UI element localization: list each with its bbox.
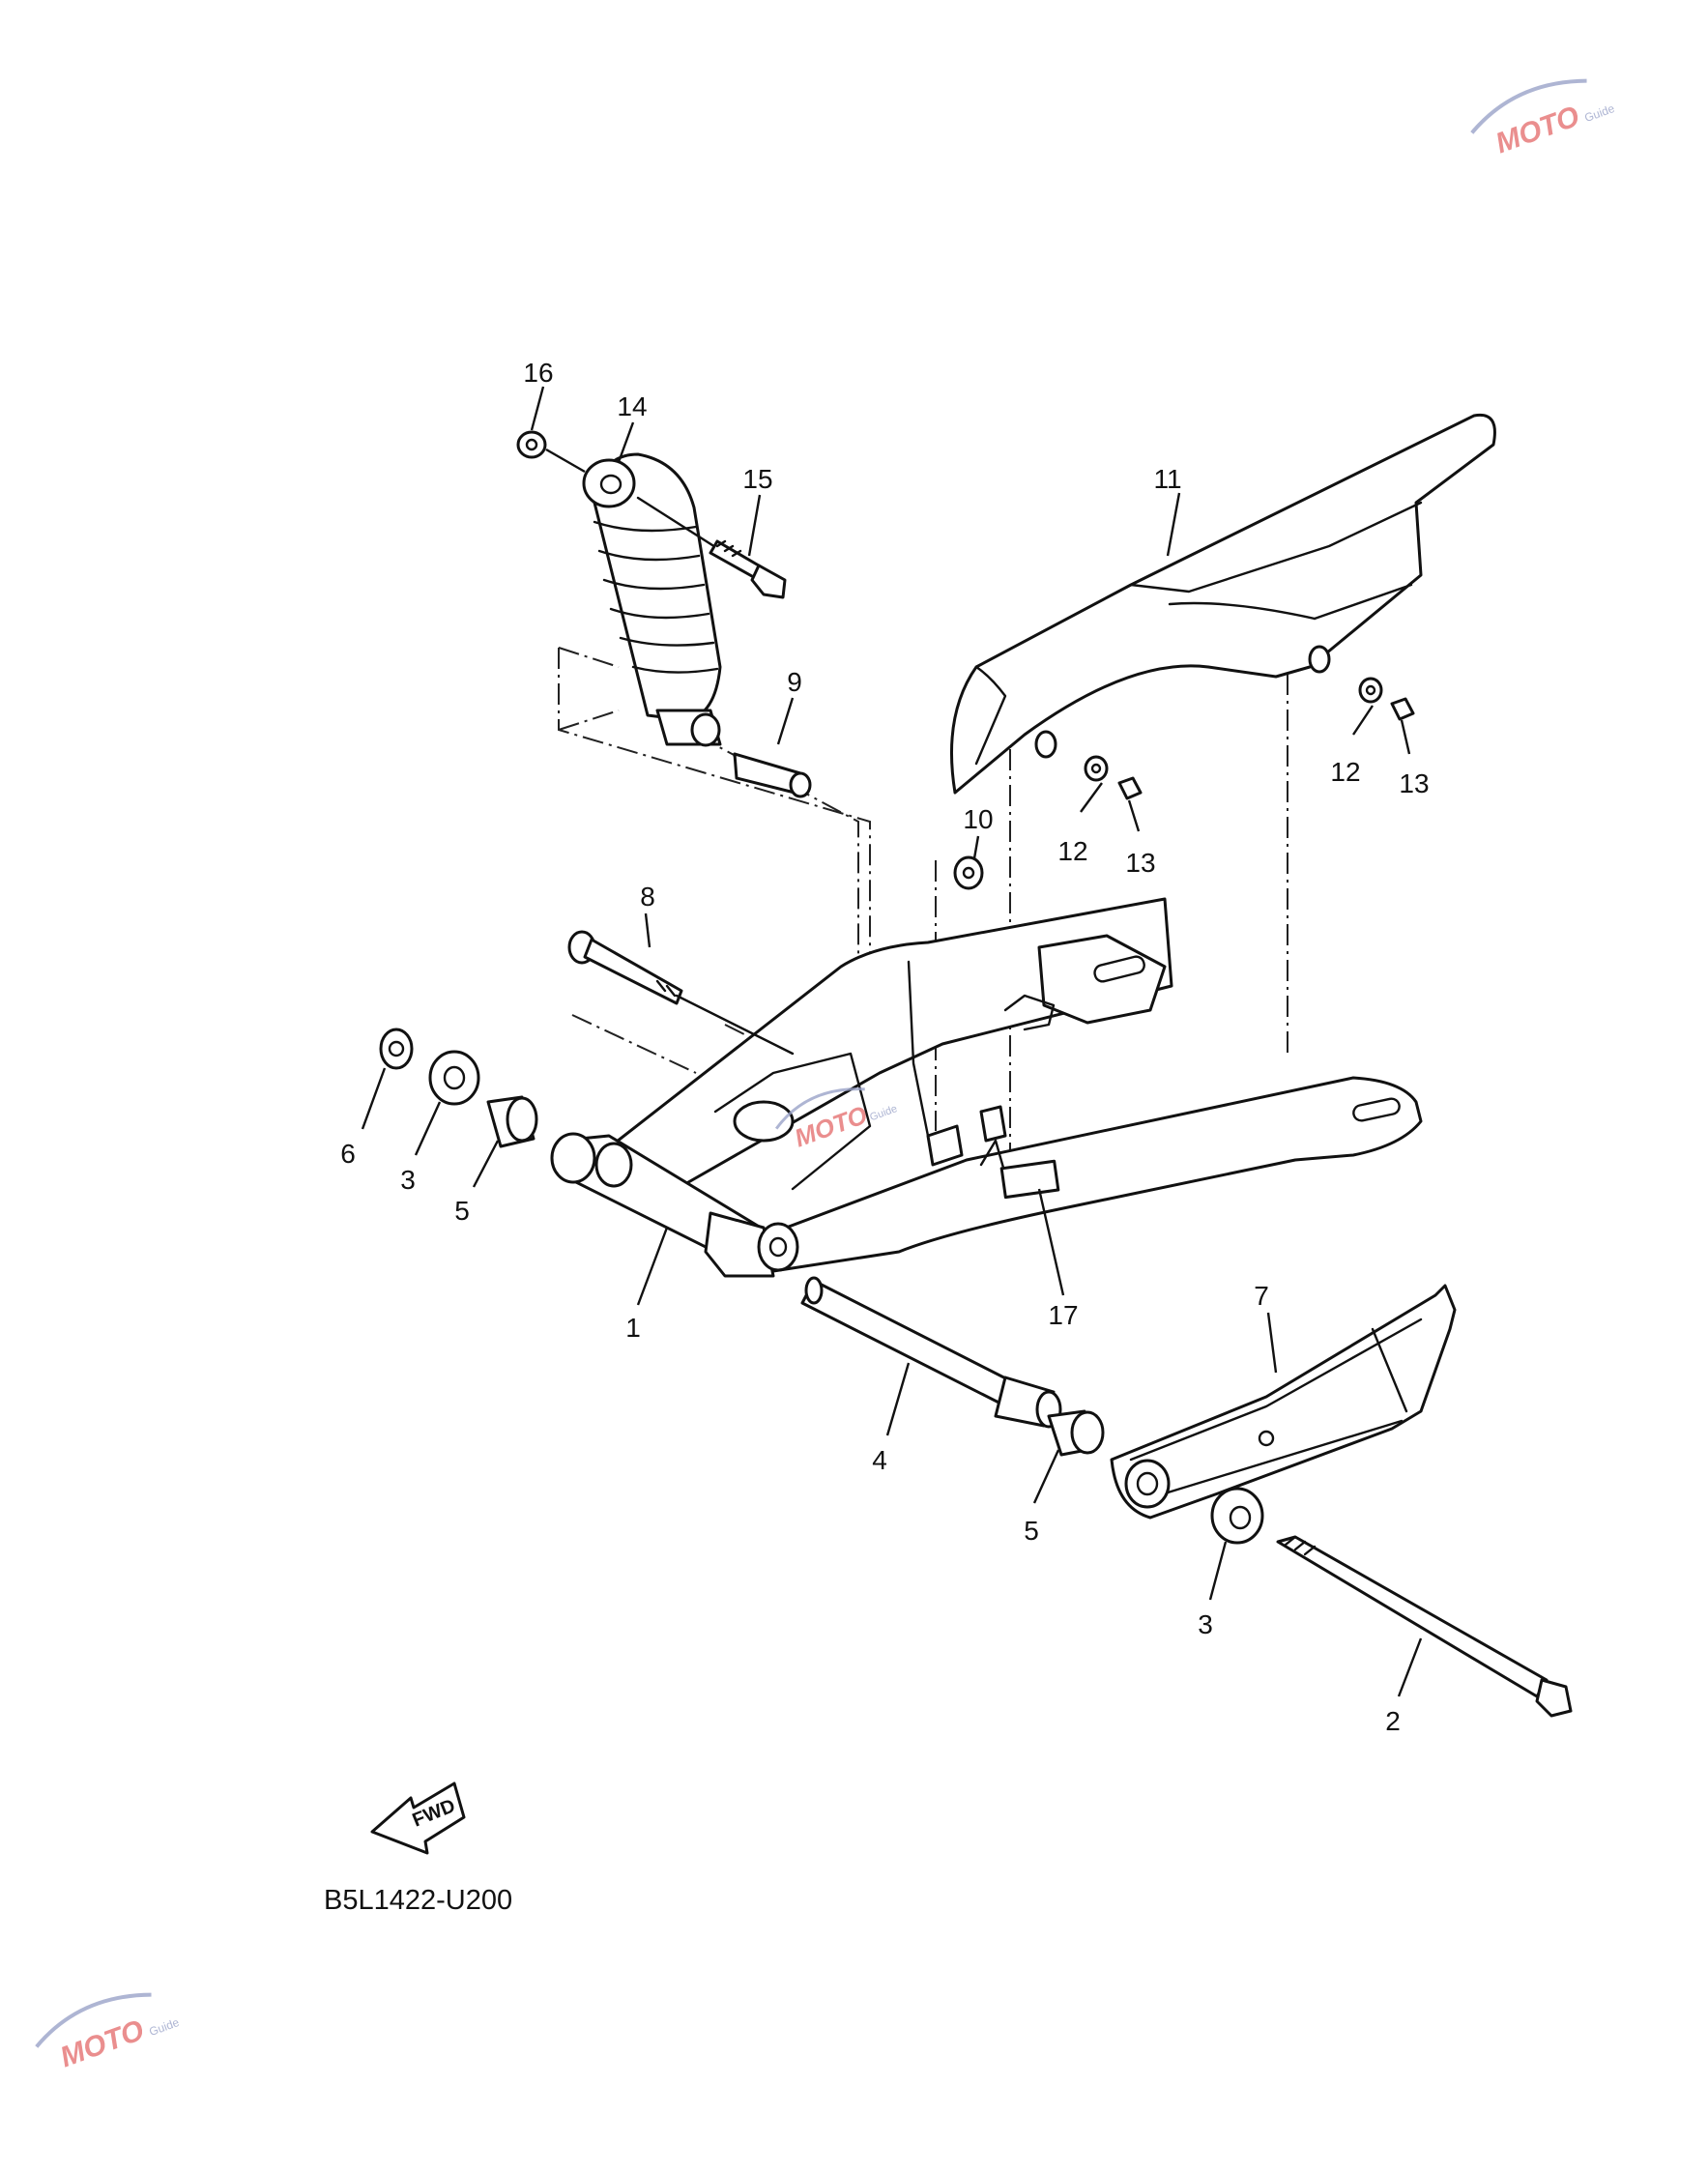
watermark-logo-top: MOTO Guide bbox=[1470, 78, 1617, 160]
callout-7: 7 bbox=[1254, 1281, 1269, 1311]
callout-5-right: 5 bbox=[1024, 1516, 1039, 1546]
callout-16: 16 bbox=[523, 358, 553, 388]
callout-9: 9 bbox=[787, 667, 802, 697]
svg-text:MOTO: MOTO bbox=[56, 2014, 148, 2074]
svg-text:Guide: Guide bbox=[147, 2015, 181, 2039]
svg-text:Guide: Guide bbox=[1582, 101, 1616, 125]
callout-11: 11 bbox=[1153, 464, 1181, 494]
right-bushing bbox=[1047, 1409, 1105, 1457]
collar bbox=[733, 752, 812, 798]
swingarm bbox=[550, 897, 1423, 1278]
bolt-8 bbox=[567, 930, 795, 1056]
bolt-2 bbox=[1276, 1535, 1573, 1718]
callout-numbers: 16 14 15 11 9 10 12 13 12 13 8 6 3 5 1 1… bbox=[340, 358, 1429, 1736]
chain-guard-screws bbox=[1084, 677, 1415, 800]
svg-text:Guide: Guide bbox=[868, 1103, 899, 1123]
rear-shock bbox=[582, 452, 722, 747]
leader-lines bbox=[361, 386, 1423, 1697]
bolt-15 bbox=[636, 496, 787, 599]
left-bushings bbox=[379, 1028, 538, 1148]
fwd-arrow-icon: FWD bbox=[370, 1781, 466, 1855]
callout-1: 1 bbox=[625, 1313, 641, 1343]
nut-10 bbox=[953, 855, 984, 890]
callout-14: 14 bbox=[617, 391, 647, 421]
callout-17: 17 bbox=[1048, 1300, 1078, 1330]
callout-4: 4 bbox=[872, 1445, 887, 1475]
callout-13-right: 13 bbox=[1399, 768, 1429, 798]
callout-13-left: 13 bbox=[1125, 848, 1155, 878]
callout-6: 6 bbox=[340, 1139, 356, 1169]
callout-15: 15 bbox=[742, 464, 772, 494]
right-washer bbox=[1210, 1487, 1264, 1545]
watermark-logo-bottom: MOTO Guide bbox=[35, 1992, 182, 2074]
callout-3-right: 3 bbox=[1198, 1609, 1213, 1639]
callout-10: 10 bbox=[963, 804, 993, 834]
callout-2: 2 bbox=[1385, 1706, 1401, 1736]
callout-12-right: 12 bbox=[1330, 757, 1360, 787]
nut-16 bbox=[516, 430, 586, 474]
svg-text:MOTO: MOTO bbox=[1491, 101, 1583, 160]
callout-3-left: 3 bbox=[400, 1165, 416, 1195]
callout-12-left: 12 bbox=[1057, 836, 1087, 866]
bracket-7 bbox=[1110, 1284, 1457, 1520]
diagram-code: B5L1422-U200 bbox=[324, 1885, 512, 1916]
callout-8: 8 bbox=[640, 882, 655, 912]
chain-guard bbox=[950, 413, 1496, 795]
callout-5-left: 5 bbox=[454, 1196, 470, 1226]
pivot-shaft bbox=[800, 1276, 1062, 1429]
